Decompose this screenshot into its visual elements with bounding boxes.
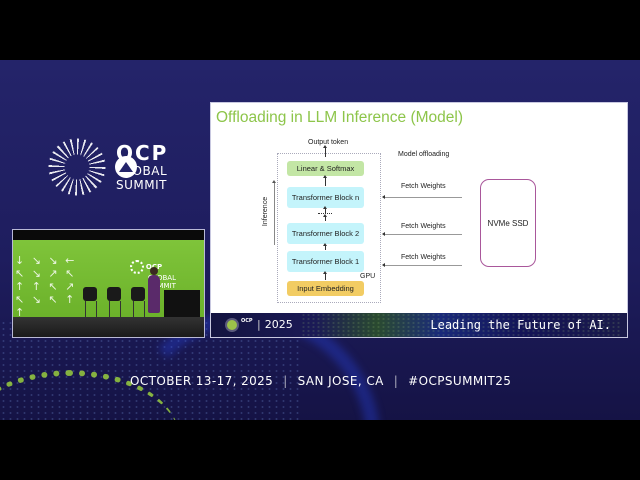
arrow-pattern-icon: ↓ ↘ ↘ ← ↖ ↘ ↗ ↖ ↑ ↑ ↖ ↗ ↖ ↘ ↖ ↑ ↑ (15, 254, 77, 319)
speaker-camera-inset: ↓ ↘ ↘ ← ↖ ↘ ↗ ↖ ↑ ↑ ↖ ↗ ↖ ↘ ↖ ↑ ↑ OCP GL… (12, 229, 205, 338)
slide-canvas: Offloading in LLM Inference (Model) Outp… (211, 103, 627, 313)
starburst-icon (48, 138, 106, 196)
up-arrow-icon (323, 271, 327, 280)
slide-title: Offloading in LLM Inference (Model) (216, 109, 463, 126)
up-arrow-icon (323, 175, 327, 186)
presentation-slide: Offloading in LLM Inference (Model) Outp… (210, 102, 628, 338)
podium (164, 290, 200, 320)
footer-logo-text: OCP (241, 318, 253, 324)
speaker-figure (148, 267, 160, 313)
up-arrow-icon (323, 145, 327, 157)
audience-seats (13, 317, 204, 337)
left-arrow-icon (382, 195, 462, 199)
event-info-bar: OCTOBER 13-17, 2025 | SAN JOSE, CA | #OC… (130, 374, 511, 388)
footer-tagline: Leading the Future of AI. (430, 318, 611, 332)
up-arrow-icon (323, 206, 327, 213)
separator: | (283, 374, 288, 388)
stage-chair (83, 287, 97, 319)
inference-arrow-icon (272, 180, 276, 245)
gpu-label: GPU (360, 273, 376, 280)
event-dates: OCTOBER 13-17, 2025 (130, 374, 274, 388)
block-transformer-1: Transformer Block 1 (287, 251, 364, 272)
up-arrow-icon (323, 214, 327, 221)
up-arrow-icon (323, 243, 327, 250)
gpu-boundary (277, 153, 381, 303)
fetch-weights-label: Fetch Weights (401, 254, 446, 261)
block-transformer-2: Transformer Block 2 (287, 223, 364, 244)
stage-chair (131, 287, 145, 319)
inference-label: Inference (262, 196, 270, 227)
slide-footer: OCP 2025 Leading the Future of AI. (211, 313, 627, 337)
green-swirl-decoration (0, 370, 180, 420)
left-arrow-icon (382, 263, 462, 267)
left-arrow-icon (382, 232, 462, 236)
nvme-ssd-box: NVMe SSD (480, 179, 536, 267)
block-transformer-n: Transformer Block n (287, 187, 364, 208)
fetch-weights-label: Fetch Weights (401, 183, 446, 190)
fetch-weights-label: Fetch Weights (401, 223, 446, 230)
ellipsis-dots (318, 213, 332, 214)
block-input-embedding: Input Embedding (287, 281, 364, 296)
block-linear-softmax: Linear & Softmax (287, 161, 364, 176)
separator: | (393, 374, 399, 388)
ocp-global-summit-logo: OCP GLOBAL SUMMIT (48, 138, 168, 196)
particle-decoration (301, 313, 621, 337)
stage-chair (107, 287, 121, 319)
footer-year: 2025 (257, 318, 293, 331)
logo-summit-text: SUMMIT (116, 178, 167, 192)
ocp-mini-logo-icon (227, 320, 237, 330)
output-token-label: Output token (308, 139, 349, 146)
event-location: SAN JOSE, CA (297, 374, 384, 388)
model-offloading-label: Model offloading (398, 151, 450, 158)
mountain-icon (115, 156, 137, 178)
starburst-icon (129, 260, 144, 274)
event-hashtag: #OCPSUMMIT25 (408, 374, 512, 388)
